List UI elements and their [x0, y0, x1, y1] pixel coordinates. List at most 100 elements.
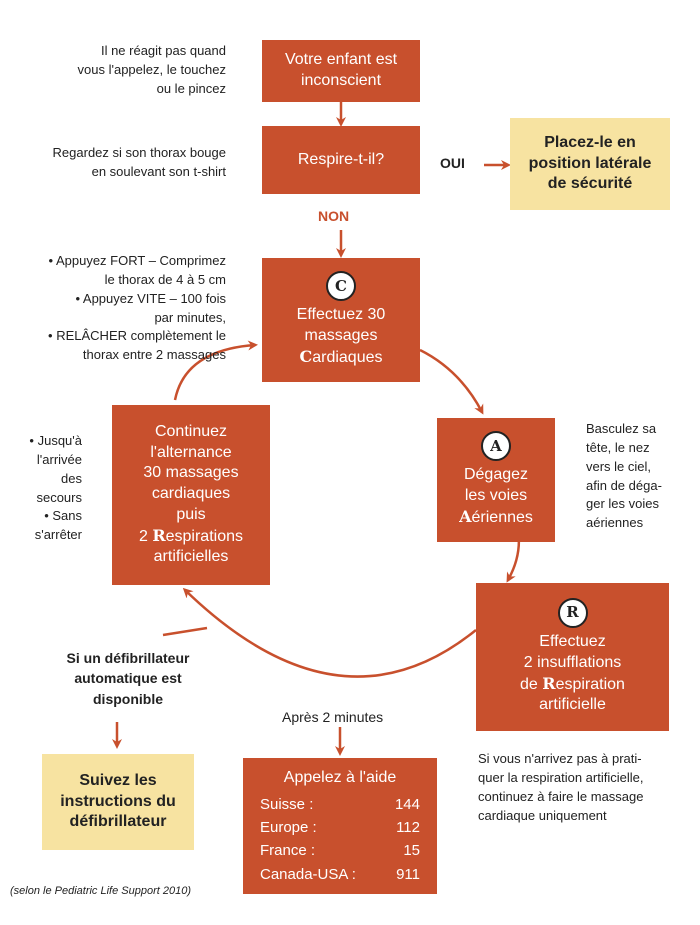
box-continue-l3: 30 massages	[143, 464, 239, 482]
box-unconscious-text: Votre enfant est inconscient	[284, 51, 398, 89]
cpr-text: Appuyez FORT – Comprimez	[55, 253, 226, 268]
cpr-text: Appuyez VITE – 100 fois	[82, 290, 226, 306]
box-a-line1: Dégagez	[463, 466, 529, 484]
arrow-continue-to-c	[173, 340, 258, 401]
note-line: afin de déga-	[586, 477, 662, 493]
note-line: cardiaque uniquement	[478, 807, 607, 823]
call-number: 911	[396, 865, 420, 883]
box-c-rest: ardiaques	[312, 348, 383, 366]
call-row-suisse: Suisse : 144	[260, 793, 420, 816]
call-label: France :	[260, 842, 316, 860]
call-title: Appelez à l'aide	[283, 769, 397, 786]
badge-a: A	[481, 431, 511, 462]
note-line: l'arrivée	[36, 451, 82, 467]
note-line: Si un défibrillateur	[66, 650, 190, 666]
call-label: Europe :	[260, 819, 317, 837]
box-c-line1: Effectuez 30	[296, 306, 386, 324]
cpr-text: par minutes,	[154, 309, 226, 325]
note-line: ger les voies	[586, 496, 659, 512]
note-line: • Sans	[44, 508, 82, 524]
box-r-pre: de	[520, 675, 543, 693]
call-label: Canada-USA :	[260, 865, 356, 883]
box-recovery-text: Placez-le en position latérale de sécuri…	[528, 133, 652, 193]
badge-c: C	[326, 271, 356, 302]
box-recovery-position: Placez-le en position latérale de sécuri…	[510, 118, 670, 210]
cpr-text: le thorax de 4 à 5 cm	[104, 271, 226, 287]
line-defib-branch	[162, 626, 208, 637]
bullet: •	[48, 253, 54, 268]
note-line: Si vous n'arrivez pas à prati-	[478, 751, 642, 766]
bullet: •	[75, 290, 80, 306]
cpr-text: thorax entre 2 massages	[82, 347, 226, 363]
note-line: ou le pincez	[156, 80, 226, 96]
box-continue-l2: l'alternance	[150, 443, 232, 461]
box-defib-text: Suivez les instructions du défibrillateu…	[60, 771, 176, 831]
box-a-line2: les voies	[464, 487, 528, 505]
label-yes: OUI	[440, 155, 465, 171]
initial-a: A	[459, 506, 472, 526]
call-number: 112	[396, 819, 420, 837]
badge-r: R	[557, 597, 588, 628]
arrow-c-to-a	[419, 348, 484, 415]
label-no: NON	[318, 208, 350, 224]
box-continue-rest: espirations	[165, 527, 243, 545]
box-c: C Effectuez 30 massages Cardiaques	[262, 258, 420, 382]
label-after-2-minutes: Après 2 minutes	[282, 709, 384, 725]
box-c-line3: Cardiaques	[299, 347, 382, 369]
note-line: continuez à faire le massage	[478, 788, 644, 804]
box-continue-l1: Continuez	[154, 422, 228, 440]
box-a-rest: ériennes	[471, 508, 533, 526]
box-unconscious: Votre enfant est inconscient	[262, 40, 420, 102]
bullet: •	[48, 328, 53, 344]
box-defibrillator: Suivez les instructions du défibrillateu…	[42, 754, 194, 850]
box-continue-l7: artificielles	[153, 548, 229, 566]
note-airway: Basculez sa tête, le nez vers le ciel, a…	[586, 420, 686, 533]
note-line: Regardez si son thorax bouge	[52, 145, 226, 160]
box-breathing: Respire-t-il?	[262, 126, 420, 194]
call-row-canada-usa: Canada-USA : 911	[260, 863, 420, 886]
note-line: vers le ciel,	[586, 458, 652, 474]
box-breathing-text: Respire-t-il?	[297, 150, 385, 168]
note-line: des	[61, 470, 82, 486]
note-line: disponible	[93, 690, 163, 707]
box-continue-l4: cardiaques	[151, 485, 231, 503]
arrow-r-to-continue	[182, 587, 477, 678]
box-c-line2: massages	[304, 327, 378, 345]
call-row-france: France : 15	[260, 839, 420, 862]
box-continue-pre: 2	[138, 527, 153, 545]
note-line: automatique est	[74, 670, 182, 687]
note-line: secours	[36, 489, 82, 505]
note-line: s'arrêter	[34, 527, 82, 543]
cpr-item-2: • Appuyez VITE – 100 fois	[22, 290, 226, 309]
box-continue: Continuez l'alternance 30 massages cardi…	[112, 405, 270, 585]
note-line: Basculez sa	[586, 421, 657, 436]
note-rescue-breathing: Si vous n'arrivez pas à prati- quer la r…	[478, 750, 688, 825]
box-r: R Effectuez 2 insufflations de Respirati…	[476, 583, 669, 731]
box-a: A Dégagez les voies Aériennes	[437, 418, 555, 542]
box-r-line4: artificielle	[539, 696, 606, 714]
note-defibrillator-question: Si un défibrillateur automatique est dis…	[48, 648, 208, 709]
note-unresponsive: Il ne réagit pas quand vous l'appelez, l…	[40, 42, 226, 99]
note-line: quer la respiration artificielle,	[478, 769, 644, 785]
note-line: • Jusqu'à	[29, 433, 82, 448]
note-loop-duration: • Jusqu'à l'arrivée des secours • Sans s…	[6, 432, 82, 545]
call-number: 15	[403, 842, 420, 860]
call-row-europe: Europe : 112	[260, 816, 420, 839]
note-line: vous l'appelez, le touchez	[77, 61, 226, 77]
box-call-help: Appelez à l'aide Suisse : 144 Europe : 112…	[243, 758, 437, 894]
box-continue-l6: 2 Respirations	[139, 526, 243, 548]
call-label: Suisse :	[260, 795, 314, 813]
box-r-line2: 2 insufflations	[523, 653, 622, 671]
initial-c: C	[299, 346, 313, 366]
cpr-text: RELÂCHER complètement le	[56, 328, 226, 344]
box-continue-l5: puis	[176, 505, 206, 523]
note-line: tête, le nez	[586, 439, 650, 455]
cpr-item-3: • RELÂCHER complètement le	[22, 327, 226, 346]
note-cpr-instructions: • Appuyez FORT – Comprimez le thorax de …	[22, 252, 226, 365]
call-number: 144	[394, 795, 420, 813]
note-line: en soulevant son t-shirt	[91, 163, 226, 179]
cpr-item-1: • Appuyez FORT – Comprimez	[22, 252, 227, 271]
initial-r2: R	[152, 525, 166, 545]
note-line: Il ne réagit pas quand	[100, 43, 226, 58]
note-line: aériennes	[586, 515, 644, 531]
